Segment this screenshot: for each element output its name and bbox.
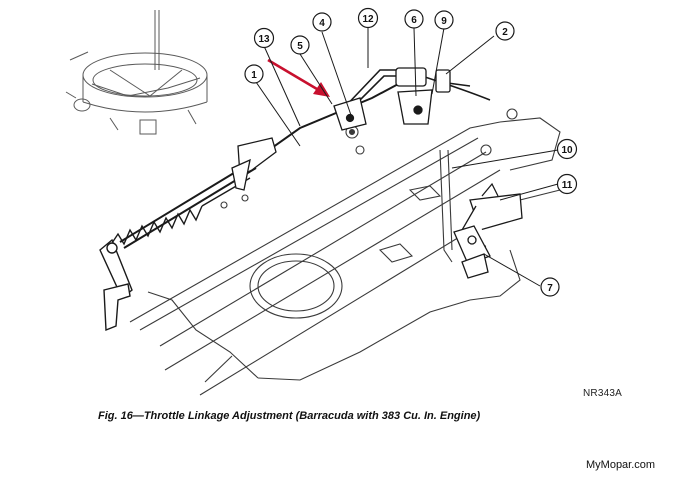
callout-7: 7 [547,283,553,294]
callout-circles [244,7,578,297]
carburetor-illustration [65,10,208,135]
callout-4: 4 [319,18,325,29]
throttle-rod [119,81,403,249]
callout-6: 6 [411,15,417,26]
site-watermark: MyMopar.com [586,459,656,471]
figure-caption: Fig. 16—Throttle Linkage Adjustment (Bar… [98,410,481,422]
return-spring [111,177,251,246]
callout-11: 11 [562,180,573,191]
kickdown-linkage [453,182,523,279]
figure-reference-code: NR343A [583,388,622,399]
bellcrank-assembly [231,67,451,191]
callout-labels: 1 2 4 5 6 7 9 10 11 12 13 [251,14,573,294]
callout-1: 1 [251,70,257,81]
callout-2: 2 [502,27,508,38]
highlight-arrow [267,58,330,97]
callout-13: 13 [258,34,270,45]
callout-5: 5 [297,41,303,52]
throttle-lever [99,238,133,332]
leader-lines [255,24,559,287]
callout-10: 10 [561,145,573,156]
callout-9: 9 [441,16,447,27]
callout-12: 12 [362,14,374,25]
engine-block-outline [129,108,561,396]
